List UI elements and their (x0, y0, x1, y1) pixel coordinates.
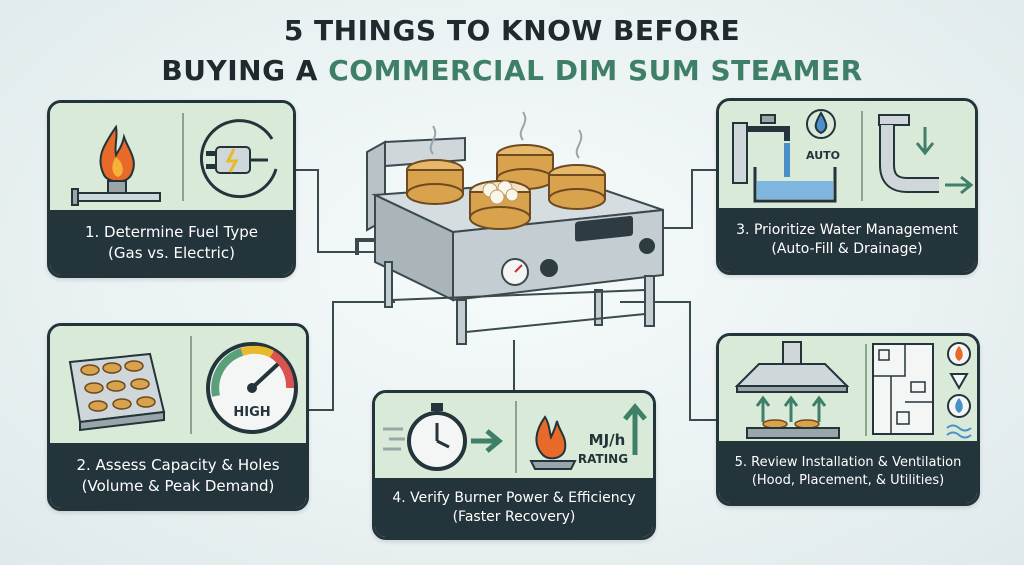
title-line-2: Buying a Commercial Dim Sum Steamer (0, 54, 1024, 87)
stopwatch-icon (383, 403, 503, 471)
card-5-label: 5. Review Installation & Ventilation (Ho… (719, 441, 977, 503)
rating-text-1: MJ/h (589, 431, 626, 449)
card-4-label: 4. Verify Burner Power & Efficiency (Fas… (375, 478, 653, 537)
card-3-divider (861, 111, 863, 201)
card-2-icon-panel: HIGH (50, 326, 306, 446)
card-water-management: AUTO 3. Prioritize Water Management (Aut… (716, 98, 978, 275)
rating-text-2: RATING (578, 452, 628, 466)
card-2-subtitle: (Volume & Peak Demand) (81, 476, 275, 495)
card-5-subtitle: (Hood, Placement, & Utilities) (751, 473, 945, 488)
card-1-title: 1. Determine Fuel Type (84, 223, 259, 242)
card-1-subtitle: (Gas vs. Electric) (108, 243, 235, 262)
faucet-auto-fill-icon: AUTO (732, 109, 840, 203)
electric-plug-icon (200, 119, 278, 199)
card-3-title: 3. Prioritize Water Management (736, 222, 958, 239)
burner-flame-icon: MJ/h RATING (529, 403, 647, 470)
steamer-tray-grid-icon (68, 352, 166, 432)
card-4-subtitle: (Faster Recovery) (452, 508, 576, 525)
card-1-divider (182, 113, 184, 201)
card-3-icon-panel: AUTO (719, 101, 975, 211)
flame-gas-pipe-icon (71, 124, 161, 206)
card-2-label: 2. Assess Capacity & Holes (Volume & Pea… (50, 443, 306, 508)
card-capacity: HIGH 2. Assess Capacity & Holes (Volume … (47, 323, 309, 511)
connector-1 (296, 169, 390, 253)
connector-3 (640, 169, 716, 229)
card-2-divider (190, 336, 192, 434)
utility-icons (946, 342, 972, 439)
card-4-divider (515, 401, 517, 473)
card-1-icon-panel (50, 103, 293, 213)
connector-2 (309, 301, 395, 411)
auto-text: AUTO (806, 149, 840, 162)
card-3-subtitle: (Auto-Fill & Drainage) (771, 241, 923, 257)
steamer-illustration (355, 111, 664, 345)
card-3-label: 3. Prioritize Water Management (Auto-Fil… (719, 208, 975, 272)
drain-pipe-icon (878, 114, 974, 195)
card-1-label: 1. Determine Fuel Type (Gas vs. Electric… (50, 210, 293, 275)
card-5-title: 5. Review Installation & Ventilation (734, 455, 962, 471)
title-line-2-accent: Commercial Dim Sum Steamer (328, 54, 863, 87)
card-5-divider (865, 344, 867, 436)
range-hood-icon (734, 341, 850, 439)
card-4-title: 4. Verify Burner Power & Efficiency (392, 489, 636, 506)
card-burner-power: MJ/h RATING 4. Verify Burner Power & Eff… (372, 390, 656, 540)
title-line-1: 5 Things to Know Before (283, 14, 741, 47)
card-4-icon-panel: MJ/h RATING (375, 393, 653, 481)
gauge-text: HIGH (233, 405, 270, 420)
card-installation: 5. Review Installation & Ventilation (Ho… (716, 333, 980, 506)
card-2-title: 2. Assess Capacity & Holes (76, 456, 280, 475)
floor-plan-icon (872, 343, 934, 435)
card-fuel-type: 1. Determine Fuel Type (Gas vs. Electric… (47, 100, 296, 278)
gauge-icon: HIGH (206, 342, 298, 434)
title-line-2-prefix: Buying a (161, 54, 329, 87)
card-5-icon-panel (719, 336, 977, 444)
